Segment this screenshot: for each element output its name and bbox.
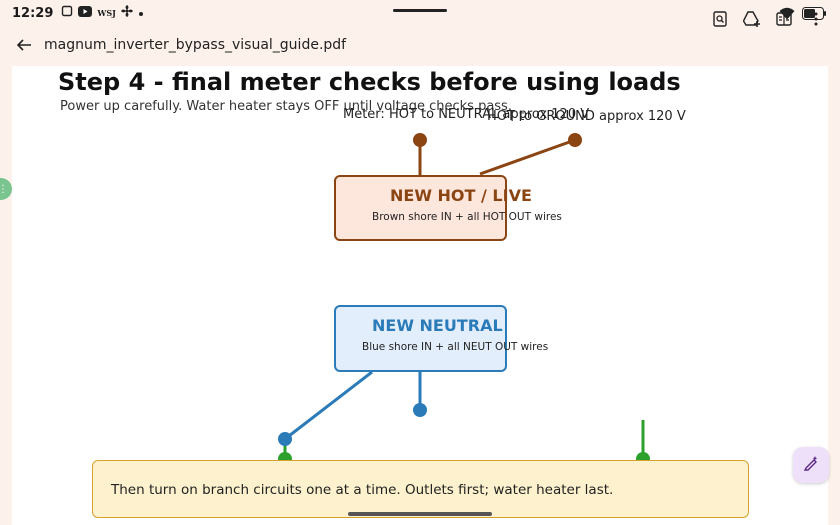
instruction-callout: Then turn on branch circuits one at a ti… <box>92 460 749 518</box>
reading-mode-icon[interactable] <box>774 9 794 29</box>
neutral-probe-point-left <box>278 432 292 446</box>
meter-label-hot-ground: HOT to GROUND approx 120 V <box>487 109 686 124</box>
neutral-box-subtitle: Blue shore IN + all NEUT OUT wires <box>362 341 549 353</box>
battery-icon <box>802 5 826 24</box>
dot-icon <box>138 6 144 21</box>
hot-probe-point-2 <box>568 133 582 147</box>
hot-live-box: NEW HOT / LIVE Brown shore IN + all HOT … <box>334 175 562 241</box>
side-panel-handle[interactable]: ⋮ <box>0 178 12 200</box>
neutral-box-title: NEW NEUTRAL <box>372 316 503 335</box>
hot-box-title: NEW HOT / LIVE <box>390 186 532 205</box>
status-time: 12:29 <box>12 5 54 21</box>
step-subtitle: Power up carefully. Water heater stays O… <box>60 99 512 114</box>
document-viewport[interactable]: Step 4 - final meter checks before using… <box>0 66 840 525</box>
annotate-button[interactable] <box>793 447 829 483</box>
wiring-diagram <box>278 133 650 466</box>
wsj-icon: WSJ <box>97 8 116 18</box>
drive-add-icon[interactable] <box>742 9 762 29</box>
hot-probe-point-1 <box>413 133 427 147</box>
fan-icon <box>120 5 133 21</box>
callout-text: Then turn on branch circuits one at a ti… <box>111 482 614 498</box>
search-doc-icon[interactable] <box>710 9 730 29</box>
status-bar: 12:29 WSJ <box>0 0 840 26</box>
step-title: Step 4 - final meter checks before using… <box>58 68 681 96</box>
app-bar: magnum_inverter_bypass_visual_guide.pdf <box>0 26 840 64</box>
neutral-probe-point <box>413 403 427 417</box>
hot-wire-diagonal <box>479 138 576 176</box>
app-actions <box>710 9 826 29</box>
gesture-nav-bar[interactable] <box>348 512 492 516</box>
youtube-icon <box>78 5 93 21</box>
grip-dots-icon: ⋮ <box>0 183 8 195</box>
neutral-wire-diagonal <box>284 370 373 441</box>
meter-label-hot-neutral: Meter: HOT to NEUTRAL approx 120 V <box>343 107 590 122</box>
hot-box-subtitle: Brown shore IN + all HOT OUT wires <box>372 211 562 223</box>
more-vert-icon[interactable] <box>806 9 826 29</box>
camera-cutout-bar <box>393 9 447 12</box>
pdf-page: Step 4 - final meter checks before using… <box>12 66 828 525</box>
pen-sparkle-icon <box>803 455 819 475</box>
back-arrow-icon[interactable] <box>14 35 34 55</box>
neutral-box: NEW NEUTRAL Blue shore IN + all NEUT OUT… <box>334 305 548 372</box>
sim-icon <box>61 5 73 21</box>
document-title: magnum_inverter_bypass_visual_guide.pdf <box>44 37 347 53</box>
